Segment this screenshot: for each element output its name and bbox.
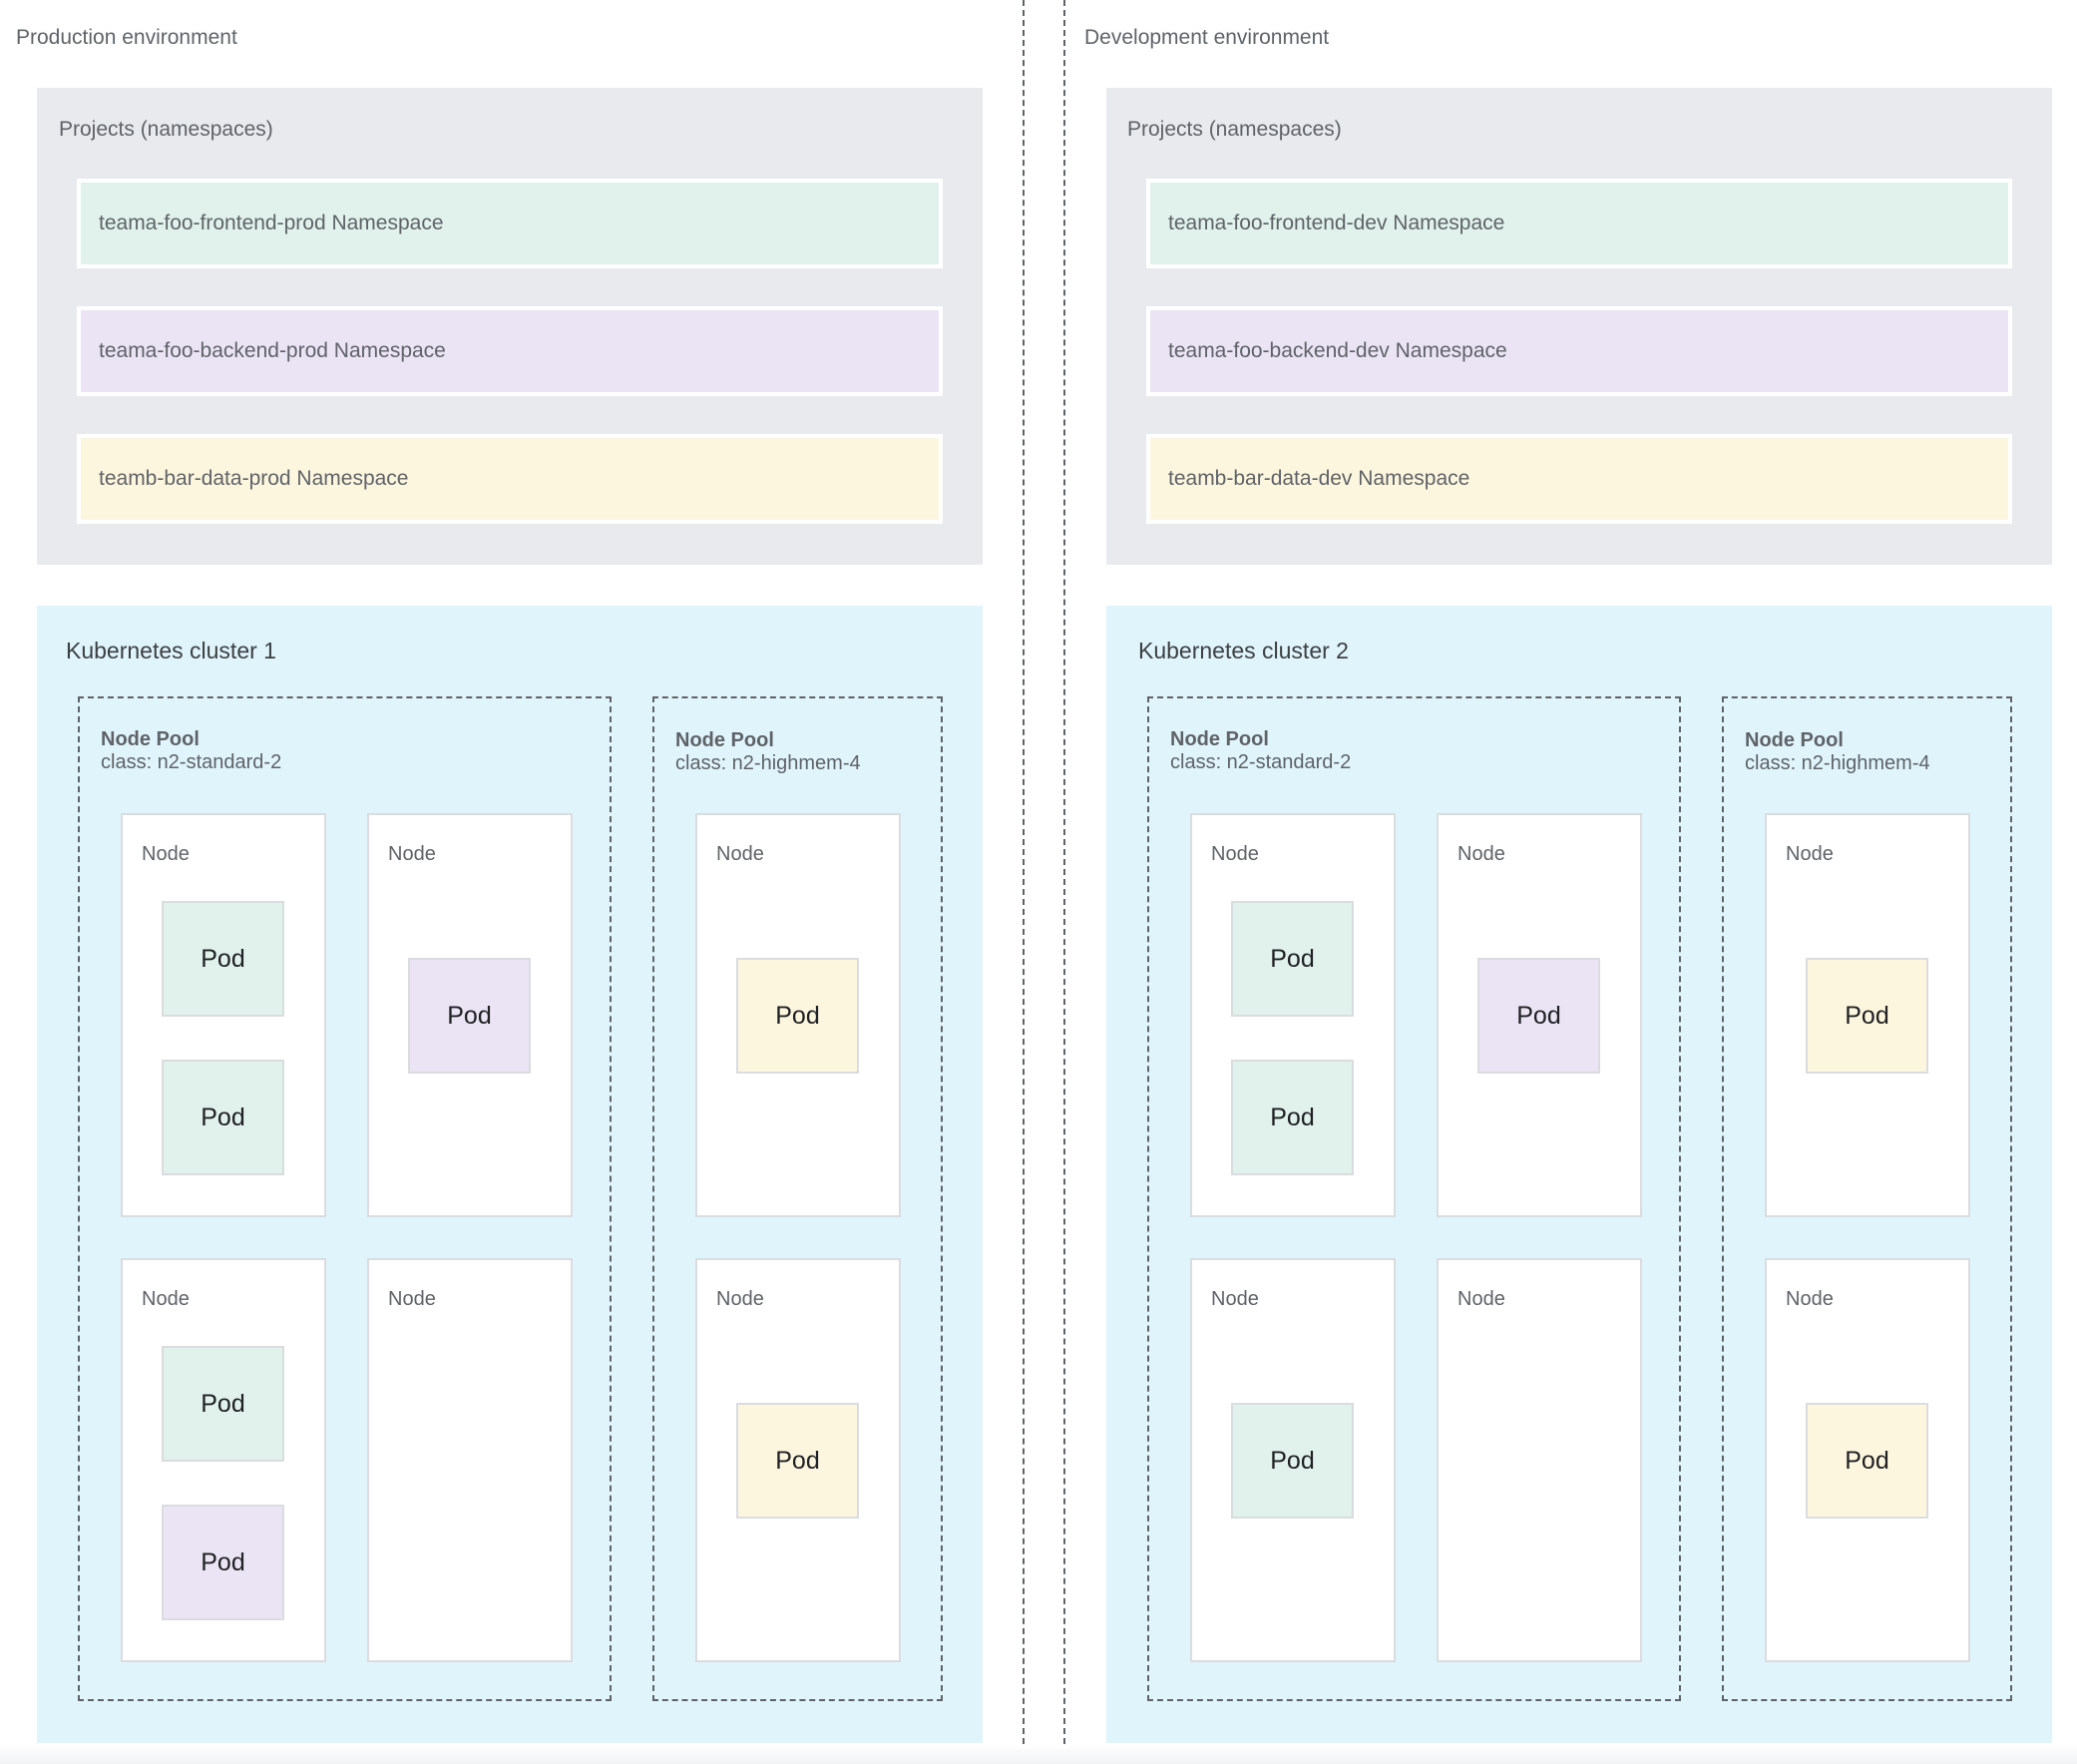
pod-label: Pod (447, 1001, 492, 1030)
node: Node (367, 1258, 573, 1662)
node-label: Node (388, 1288, 436, 1310)
pod-label: Pod (1516, 1001, 1561, 1030)
pod-label: Pod (201, 1389, 245, 1418)
node-label: Node (1457, 843, 1505, 865)
node: Node Pod Pod (1190, 813, 1396, 1217)
node: Node Pod (1765, 813, 1970, 1217)
pod: Pod (1231, 1060, 1354, 1175)
namespace-backend-prod: teama-foo-backend-prod Namespace (77, 306, 943, 396)
pod-label: Pod (201, 1102, 245, 1131)
namespace-data-dev: teamb-bar-data-dev Namespace (1146, 434, 2012, 524)
namespace-label: teamb-bar-data-prod Namespace (99, 467, 409, 490)
pod: Pod (408, 958, 531, 1074)
projects-label: Projects (namespaces) (1127, 118, 1342, 141)
namespace-frontend-dev: teama-foo-frontend-dev Namespace (1146, 179, 2012, 268)
pod: Pod (162, 1060, 284, 1175)
node-label: Node (142, 1288, 190, 1310)
node-pool-title: Node Pool (1170, 728, 1269, 750)
pod-label: Pod (1845, 1446, 1889, 1475)
node: Node Pod (1190, 1258, 1396, 1662)
node-pool-n2-highmem-4: Node Pool class: n2-highmem-4 Node Pod N… (1722, 696, 2012, 1701)
namespace-backend-dev: teama-foo-backend-dev Namespace (1146, 306, 2012, 396)
node-label: Node (1211, 843, 1259, 865)
pod-label: Pod (201, 1547, 245, 1576)
node-label: Node (1786, 1288, 1834, 1310)
namespace-label: teama-foo-frontend-prod Namespace (99, 212, 444, 234)
pod: Pod (1231, 1403, 1354, 1519)
node-pool-class: class: n2-standard-2 (1170, 751, 1352, 773)
namespace-label: teama-foo-backend-dev Namespace (1168, 339, 1507, 362)
node-label: Node (1457, 1288, 1505, 1310)
node: Node (1437, 1258, 1642, 1662)
node-pool-class: class: n2-highmem-4 (1745, 752, 1930, 774)
production-projects-panel: Projects (namespaces) teama-foo-frontend… (37, 88, 983, 565)
environment-divider-right (1063, 0, 1065, 1764)
pod-label: Pod (775, 1001, 820, 1030)
node-pool-n2-standard-2: Node Pool class: n2-standard-2 Node Pod … (1147, 696, 1681, 1701)
pod: Pod (162, 1346, 284, 1462)
kubernetes-cluster-1: Kubernetes cluster 1 Node Pool class: n2… (37, 606, 983, 1743)
node-label: Node (1786, 843, 1834, 865)
node: Node Pod (367, 813, 573, 1217)
pod-label: Pod (201, 944, 245, 973)
node-label: Node (716, 1288, 764, 1310)
pod: Pod (162, 901, 284, 1017)
pod-label: Pod (1270, 944, 1315, 973)
pod-label: Pod (1845, 1001, 1889, 1030)
node-pool-n2-standard-2: Node Pool class: n2-standard-2 Node Pod … (78, 696, 612, 1701)
kubernetes-cluster-2: Kubernetes cluster 2 Node Pool class: n2… (1106, 606, 2052, 1743)
namespace-label: teama-foo-frontend-dev Namespace (1168, 212, 1505, 234)
namespace-frontend-prod: teama-foo-frontend-prod Namespace (77, 179, 943, 268)
node: Node Pod (695, 1258, 901, 1662)
projects-label: Projects (namespaces) (59, 118, 273, 141)
pod: Pod (1806, 1403, 1928, 1519)
pod: Pod (736, 958, 859, 1074)
node-label: Node (142, 843, 190, 865)
namespace-data-prod: teamb-bar-data-prod Namespace (77, 434, 943, 524)
node: Node Pod (1437, 813, 1642, 1217)
pod-label: Pod (775, 1446, 820, 1475)
pod: Pod (162, 1505, 284, 1620)
pod: Pod (1231, 901, 1354, 1017)
development-projects-panel: Projects (namespaces) teama-foo-frontend… (1106, 88, 2052, 565)
node-label: Node (716, 843, 764, 865)
cluster-label: Kubernetes cluster 2 (1138, 638, 1349, 663)
namespace-label: teama-foo-backend-prod Namespace (99, 339, 446, 362)
node-pool-class: class: n2-highmem-4 (675, 752, 861, 774)
pod: Pod (1806, 958, 1928, 1074)
node: Node Pod (695, 813, 901, 1217)
node-label: Node (1211, 1288, 1259, 1310)
pod-label: Pod (1270, 1102, 1315, 1131)
node-pool-class: class: n2-standard-2 (101, 751, 282, 773)
node-pool-title: Node Pool (101, 728, 200, 750)
pod: Pod (1477, 958, 1600, 1074)
development-environment-label: Development environment (1084, 26, 1330, 49)
bottom-edge (0, 1744, 2077, 1764)
node-pool-title: Node Pool (1745, 729, 1844, 751)
pod: Pod (736, 1403, 859, 1519)
node: Node Pod (1765, 1258, 1970, 1662)
node-label: Node (388, 843, 436, 865)
node-pool-n2-highmem-4: Node Pool class: n2-highmem-4 Node Pod N… (652, 696, 943, 1701)
namespace-label: teamb-bar-data-dev Namespace (1168, 467, 1470, 490)
node: Node Pod Pod (121, 1258, 326, 1662)
pod-label: Pod (1270, 1446, 1315, 1475)
node-pool-title: Node Pool (675, 729, 774, 751)
node: Node Pod Pod (121, 813, 326, 1217)
cluster-label: Kubernetes cluster 1 (66, 638, 276, 663)
production-environment-label: Production environment (16, 26, 237, 49)
environment-divider-left (1023, 0, 1025, 1764)
